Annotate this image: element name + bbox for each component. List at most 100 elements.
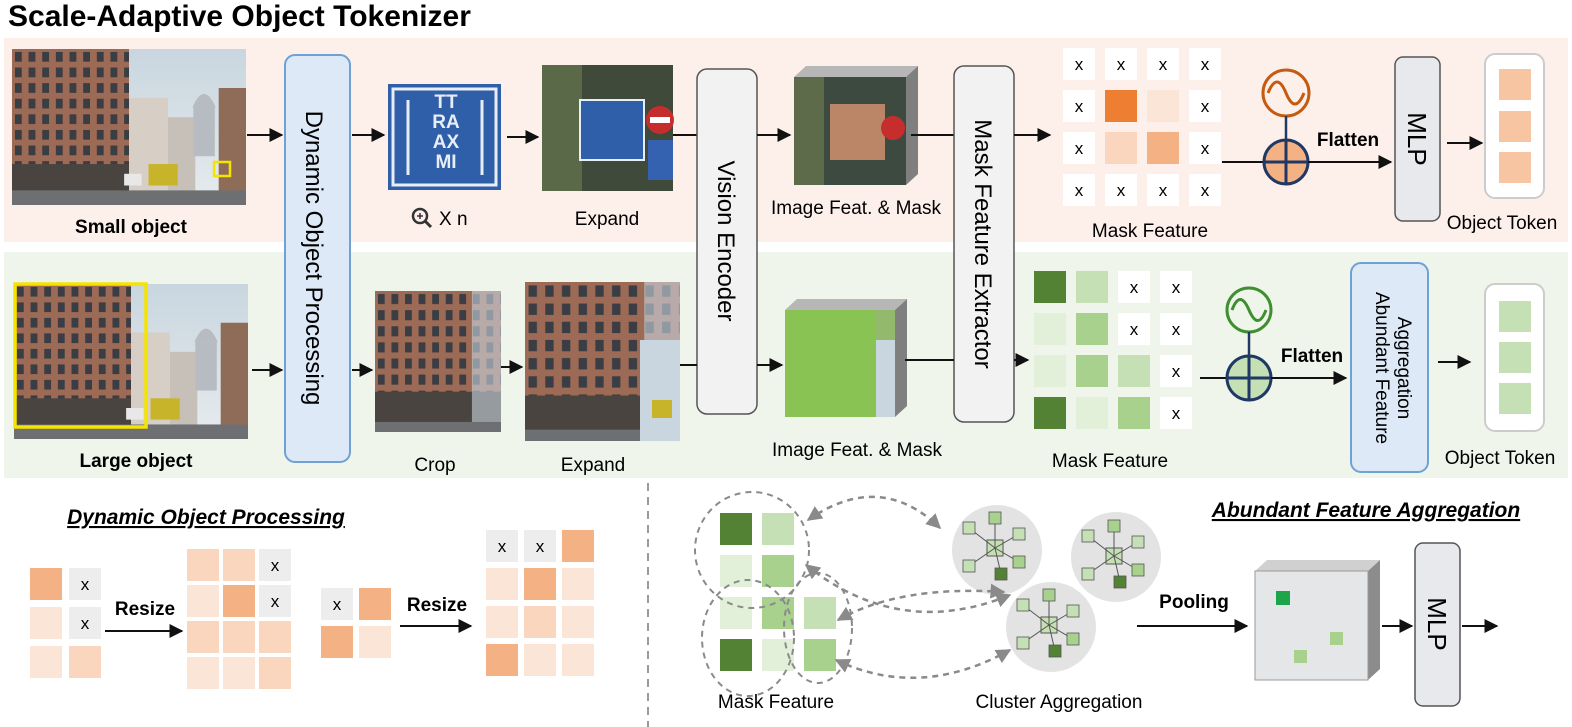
feature-cell	[223, 549, 255, 581]
pooled-cell-1	[1276, 591, 1290, 605]
afa-label-line2: Aggregation	[1393, 317, 1414, 419]
feature-cell	[762, 513, 794, 545]
masked-cell	[1105, 48, 1137, 80]
cluster-member	[994, 567, 1008, 581]
mask-mark: x	[1075, 139, 1084, 158]
feature-cell	[1147, 132, 1179, 164]
feature-cell	[187, 585, 219, 617]
dop-legend-grid-small-a: xx	[30, 568, 101, 678]
feature-cell	[804, 597, 836, 629]
feature-cell	[321, 626, 353, 658]
small-object-image	[12, 49, 246, 205]
feature-cell	[1076, 271, 1108, 303]
top-feature-cube	[794, 66, 918, 185]
afa-mlp-module	[1414, 542, 1461, 707]
masked-cell	[524, 530, 556, 562]
cluster-member	[1107, 519, 1121, 533]
masked-cell	[69, 607, 101, 639]
masked-cell	[486, 530, 518, 562]
cluster-member	[1131, 535, 1145, 549]
masked-cell	[1160, 271, 1192, 303]
afa-mlp-label: MLP	[1422, 597, 1452, 650]
zoomed-sign-image: TT RA AX MI	[388, 84, 501, 190]
cluster-member	[1042, 588, 1056, 602]
masked-cell	[259, 549, 291, 581]
cluster-member	[1012, 527, 1026, 541]
feature-cell	[359, 588, 391, 620]
dop-module-label: Dynamic Object Processing	[300, 111, 327, 406]
feature-cell	[524, 606, 556, 638]
legend-resize-2: Resize	[407, 595, 467, 616]
cluster-aggregation-label: Cluster Aggregation	[976, 692, 1143, 713]
masked-cell	[1063, 174, 1095, 206]
bottom-token-cell-2	[1499, 342, 1531, 373]
feature-cell	[720, 513, 752, 545]
masked-cell	[1063, 48, 1095, 80]
feature-cell	[524, 644, 556, 676]
mask-mark: x	[1117, 181, 1126, 200]
feature-cell	[30, 607, 62, 639]
afa-mask-feature-grid	[720, 513, 836, 671]
masked-cell	[1189, 48, 1221, 80]
mask-mark: x	[271, 556, 280, 575]
top-token-cell-3	[1499, 152, 1531, 183]
feature-cell	[1034, 397, 1066, 429]
masked-cell	[1160, 355, 1192, 387]
mask-mark: x	[1130, 320, 1139, 339]
sign-text-2: RA	[432, 112, 460, 133]
bottom-expand-label: Expand	[561, 455, 625, 476]
afa-module	[1350, 262, 1429, 473]
masked-cell	[1118, 313, 1150, 345]
pooled-feature-cube	[1254, 560, 1380, 681]
masked-cell	[259, 585, 291, 617]
feature-cell	[1076, 355, 1108, 387]
cluster-member	[1081, 567, 1095, 581]
bottom-expanded-image	[525, 282, 680, 441]
dynamic-object-processing-module	[284, 54, 351, 463]
mask-mark: x	[81, 575, 90, 594]
expanded-sign-image	[542, 65, 674, 191]
masked-cell	[1063, 132, 1095, 164]
feature-cell	[486, 606, 518, 638]
mask-mark: x	[1075, 97, 1084, 116]
masked-cell	[1063, 90, 1095, 122]
mask-mark: x	[1159, 181, 1168, 200]
mask-mark: x	[498, 537, 507, 556]
mask-mark: x	[1201, 97, 1210, 116]
feature-cell	[524, 568, 556, 600]
legend-afa-title: Abundant Feature Aggregation	[1211, 499, 1520, 522]
mask-mark: x	[333, 595, 342, 614]
feature-cell	[359, 626, 391, 658]
cluster-member	[1016, 636, 1030, 650]
bottom-feature-cube	[785, 299, 907, 417]
top-mlp-module	[1394, 56, 1441, 222]
large-object-image	[13, 282, 248, 439]
mask-mark: x	[1130, 278, 1139, 297]
feature-cell	[1118, 397, 1150, 429]
cluster-member	[1081, 529, 1095, 543]
bottom-flatten-label: Flatten	[1281, 346, 1343, 367]
top-flatten-label: Flatten	[1317, 130, 1379, 151]
cluster-member	[962, 521, 976, 535]
plus-circle-icon	[1262, 138, 1310, 186]
link-arrow-3	[836, 583, 1006, 622]
vision-encoder-label: Vision Encoder	[712, 161, 739, 322]
feature-cell	[69, 646, 101, 678]
afa-label-line1: Abundant Feature	[1371, 292, 1392, 444]
cluster-member	[1113, 575, 1127, 589]
vision-encoder-module	[696, 68, 758, 415]
pooled-cell-3	[1294, 650, 1307, 663]
top-token-cell-2	[1499, 111, 1531, 142]
feature-cell	[1076, 313, 1108, 345]
top-feat-label: Image Feat. & Mask	[771, 198, 942, 219]
feature-cell	[223, 657, 255, 689]
masked-cell	[1160, 397, 1192, 429]
feature-cell	[486, 568, 518, 600]
sign-text-4: MI	[435, 152, 456, 173]
mask-mark: x	[1159, 55, 1168, 74]
feature-cell	[486, 644, 518, 676]
mask-mark: x	[1172, 278, 1181, 297]
feature-cell	[187, 621, 219, 653]
